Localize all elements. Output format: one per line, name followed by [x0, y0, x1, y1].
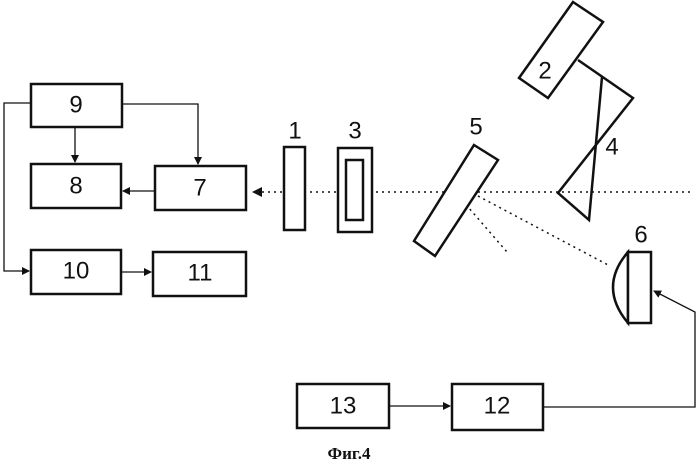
connector-9-7	[122, 104, 198, 164]
label-11: 11	[188, 259, 213, 286]
label-6: 6	[634, 221, 647, 248]
label-5: 5	[469, 113, 482, 140]
element-1	[284, 147, 305, 230]
beam-arrow-icon	[252, 187, 262, 197]
element-3-inner	[346, 160, 363, 220]
label-4: 4	[605, 133, 618, 160]
label-8: 8	[69, 172, 82, 199]
label-12: 12	[484, 392, 511, 419]
element-5	[414, 145, 498, 256]
label-13: 13	[330, 392, 357, 419]
label-1: 1	[288, 117, 301, 144]
figure-caption: Фиг.4	[328, 444, 371, 463]
label-9: 9	[69, 91, 82, 118]
label-7: 7	[193, 174, 206, 201]
label-2: 2	[538, 57, 551, 84]
element-6-lens	[613, 252, 628, 323]
connector-9-10	[4, 103, 31, 271]
label-3: 3	[348, 117, 361, 144]
element-4-prism	[558, 60, 633, 220]
element-2	[519, 2, 603, 98]
element-6	[628, 252, 651, 323]
label-10: 10	[63, 257, 90, 284]
